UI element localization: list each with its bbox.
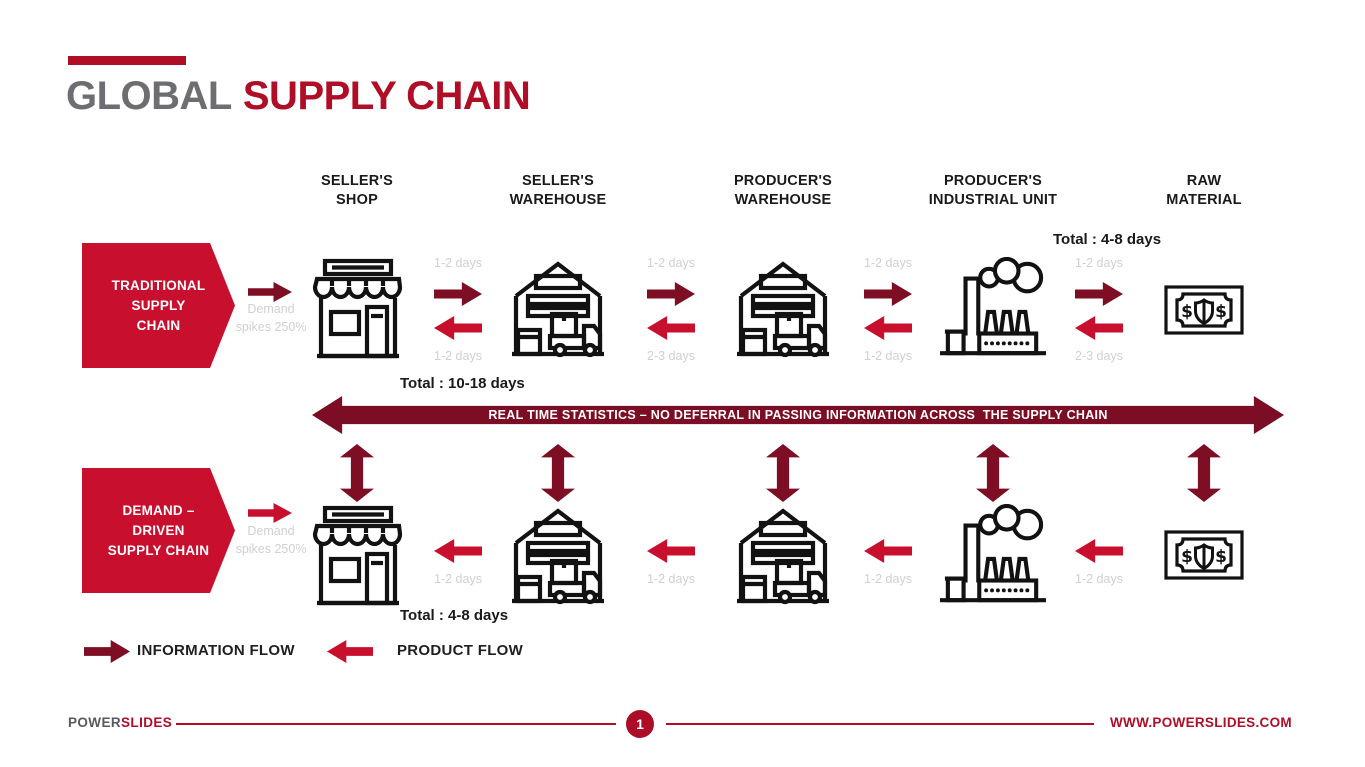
info-days-label: 1-2 days bbox=[434, 256, 482, 270]
column-header-producers-industrial-unit: PRODUCER'S INDUSTRIAL UNIT bbox=[903, 172, 1083, 210]
shop-icon bbox=[305, 503, 409, 609]
column-header-line2: INDUSTRIAL UNIT bbox=[928, 192, 1058, 208]
chevron-line: DRIVEN bbox=[132, 522, 185, 538]
info-days-label: 1-2 days bbox=[1075, 256, 1123, 270]
traditional-supply-chain-chevron: TRADITIONAL SUPPLY CHAIN bbox=[82, 243, 235, 368]
product-days-label: 1-2 days bbox=[864, 349, 912, 363]
product-flow-arrow-icon bbox=[434, 539, 482, 563]
warehouse-icon bbox=[506, 256, 610, 362]
product-flow-arrow-icon bbox=[647, 539, 695, 563]
product-flow-arrow-icon bbox=[327, 640, 373, 663]
traditional-total-label: Total : 10-18 days bbox=[400, 375, 525, 392]
chevron-line: DEMAND – bbox=[122, 502, 195, 518]
logo-part-slides: SLIDES bbox=[121, 715, 173, 730]
title-part-supply-chain: SUPPLY CHAIN bbox=[242, 74, 531, 118]
product-flow-arrow-icon bbox=[434, 316, 482, 340]
column-header-sellers-warehouse: SELLER'S WAREHOUSE bbox=[468, 172, 648, 210]
footer-divider-line bbox=[666, 723, 1094, 725]
info-days-label: 1-2 days bbox=[864, 256, 912, 270]
product-days-label: 2-3 days bbox=[1075, 349, 1123, 363]
product-days-label: 1-2 days bbox=[1075, 572, 1123, 586]
chevron-line: TRADITIONAL bbox=[111, 277, 206, 293]
two-way-sync-arrow-icon bbox=[766, 444, 800, 502]
column-header-line2: WAREHOUSE bbox=[734, 192, 832, 208]
product-flow-arrow-icon bbox=[248, 503, 292, 523]
information-flow-arrow-icon bbox=[248, 282, 292, 302]
column-header-line1: SELLER'S bbox=[321, 173, 393, 189]
chevron-line: CHAIN bbox=[136, 317, 181, 333]
product-days-label: 1-2 days bbox=[434, 572, 482, 586]
demand-driven-chevron-label: DEMAND – DRIVEN SUPPLY CHAIN bbox=[95, 501, 223, 561]
column-header-producers-warehouse: PRODUCER'S WAREHOUSE bbox=[693, 172, 873, 210]
two-way-sync-arrow-icon bbox=[340, 444, 374, 502]
money-icon bbox=[1163, 284, 1245, 336]
product-days-label: 1-2 days bbox=[864, 572, 912, 586]
warehouse-icon bbox=[731, 256, 835, 362]
information-flow-arrow-icon bbox=[647, 282, 695, 306]
column-header-line2: WAREHOUSE bbox=[509, 192, 607, 208]
product-flow-arrow-icon bbox=[1075, 539, 1123, 563]
powerslides-logo: POWERSLIDES bbox=[68, 715, 172, 730]
footer-divider-line bbox=[176, 723, 616, 725]
column-header-line1: RAW bbox=[1186, 173, 1222, 189]
chevron-line: SUPPLY bbox=[131, 297, 186, 313]
website-url: WWW.POWERSLIDES.COM bbox=[1110, 715, 1292, 730]
page-number: 1 bbox=[636, 716, 644, 732]
warehouse-icon bbox=[731, 503, 835, 609]
column-header-raw-material: RAW MATERIAL bbox=[1114, 172, 1294, 210]
column-header-line2: SHOP bbox=[336, 192, 378, 208]
information-flow-legend-label: INFORMATION FLOW bbox=[137, 642, 295, 659]
warehouse-icon bbox=[506, 503, 610, 609]
real-time-statistics-banner: REAL TIME STATISTICS – NO DEFERRAL IN PA… bbox=[312, 396, 1284, 434]
information-flow-arrow-icon bbox=[864, 282, 912, 306]
demand-spikes-note: Demand spikes 250% bbox=[235, 302, 307, 334]
demand-driven-total-label: Total : 4-8 days bbox=[400, 607, 509, 624]
two-way-sync-arrow-icon bbox=[541, 444, 575, 502]
two-way-sync-arrow-icon bbox=[1187, 444, 1221, 502]
title-part-global: GLOBAL bbox=[66, 74, 232, 118]
product-days-label: 1-2 days bbox=[434, 349, 482, 363]
product-flow-arrow-icon bbox=[647, 316, 695, 340]
column-header-line1: PRODUCER'S bbox=[943, 173, 1043, 189]
column-header-line2: MATERIAL bbox=[1166, 192, 1242, 208]
information-flow-arrow-icon bbox=[434, 282, 482, 306]
product-days-label: 1-2 days bbox=[647, 572, 695, 586]
chevron-line: SUPPLY CHAIN bbox=[107, 542, 210, 558]
column-header-line1: SELLER'S bbox=[522, 173, 594, 189]
title-accent-bar bbox=[68, 56, 186, 65]
money-icon bbox=[1163, 529, 1245, 581]
page-number-badge: 1 bbox=[626, 710, 654, 738]
factory-icon bbox=[934, 504, 1052, 608]
info-days-label: 1-2 days bbox=[647, 256, 695, 270]
demand-driven-supply-chain-chevron: DEMAND – DRIVEN SUPPLY CHAIN bbox=[82, 468, 235, 593]
product-flow-arrow-icon bbox=[864, 539, 912, 563]
factory-icon bbox=[934, 257, 1052, 361]
two-way-sync-arrow-icon bbox=[976, 444, 1010, 502]
traditional-chevron-label: TRADITIONAL SUPPLY CHAIN bbox=[95, 276, 223, 336]
information-flow-arrow-icon bbox=[84, 640, 130, 663]
column-header-sellers-shop: SELLER'S SHOP bbox=[267, 172, 447, 210]
shop-icon bbox=[305, 256, 409, 362]
product-flow-arrow-icon bbox=[864, 316, 912, 340]
product-flow-legend-label: PRODUCT FLOW bbox=[397, 642, 524, 659]
logo-part-power: POWER bbox=[68, 715, 122, 730]
information-flow-arrow-icon bbox=[1075, 282, 1123, 306]
column-header-line1: PRODUCER'S bbox=[733, 173, 833, 189]
banner-text: REAL TIME STATISTICS – NO DEFERRAL IN PA… bbox=[488, 408, 1108, 422]
industrial-total-label: Total : 4-8 days bbox=[1053, 231, 1162, 248]
product-days-label: 2-3 days bbox=[647, 349, 695, 363]
demand-spikes-note: Demand spikes 250% bbox=[235, 524, 307, 556]
product-flow-arrow-icon bbox=[1075, 316, 1123, 340]
